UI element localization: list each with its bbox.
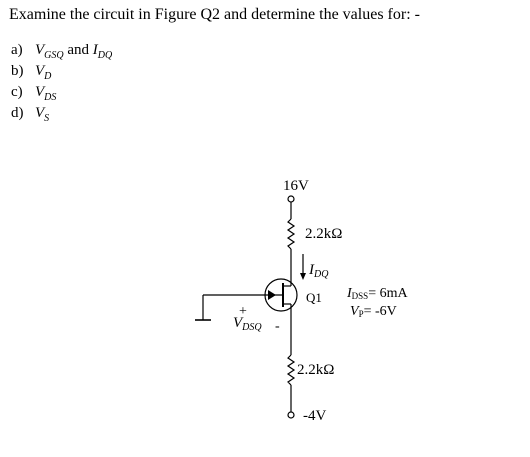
part-c: c) VDS [11,82,112,103]
subscript: DQ [97,50,113,61]
idss-label: IDSS= 6mA [346,286,408,301]
part-label: a) [11,42,23,58]
bottom-terminal [287,411,295,419]
question-text: Examine the circuit in Figure Q2 and det… [9,6,420,23]
rd-label: 2.2kΩ [305,226,342,242]
idq-label: IDQ [308,262,329,280]
supply-bottom-label: -4V [303,408,326,424]
rs-label: 2.2kΩ [297,362,334,378]
vp-label: VP= -6V [350,304,397,319]
part-a: a) VGSQ and IDQ [11,40,112,61]
vgs-label: VDSQ [233,315,262,333]
plus-sign: + [239,304,247,319]
subscript: S [44,113,50,124]
symbol: V [35,42,45,58]
part-label: d) [11,105,24,121]
symbol: V [35,105,45,121]
rs-resistor [286,354,296,386]
q1-label: Q1 [306,290,322,305]
gate-arrowhead [268,290,276,300]
subscript: D [44,71,52,82]
supply-top-label: 16V [283,178,309,194]
symbol: I [92,42,98,58]
subscript: DS [44,92,57,103]
question-parts: a)VGSQ and IDQ b)VD c)VDS d)VS [11,40,112,124]
rd-resistor [286,218,296,250]
symbol: V [35,84,45,100]
top-terminal [287,195,295,203]
part-b: b) VD [11,61,112,82]
joiner-text: and [67,42,90,58]
current-arrowhead [300,273,306,280]
subscript: GSQ [44,50,64,61]
part-label: b) [11,63,24,79]
minus-sign: - [275,319,280,334]
part-label: c) [11,84,23,100]
part-d: d) VS [11,103,112,124]
symbol: V [35,63,45,79]
